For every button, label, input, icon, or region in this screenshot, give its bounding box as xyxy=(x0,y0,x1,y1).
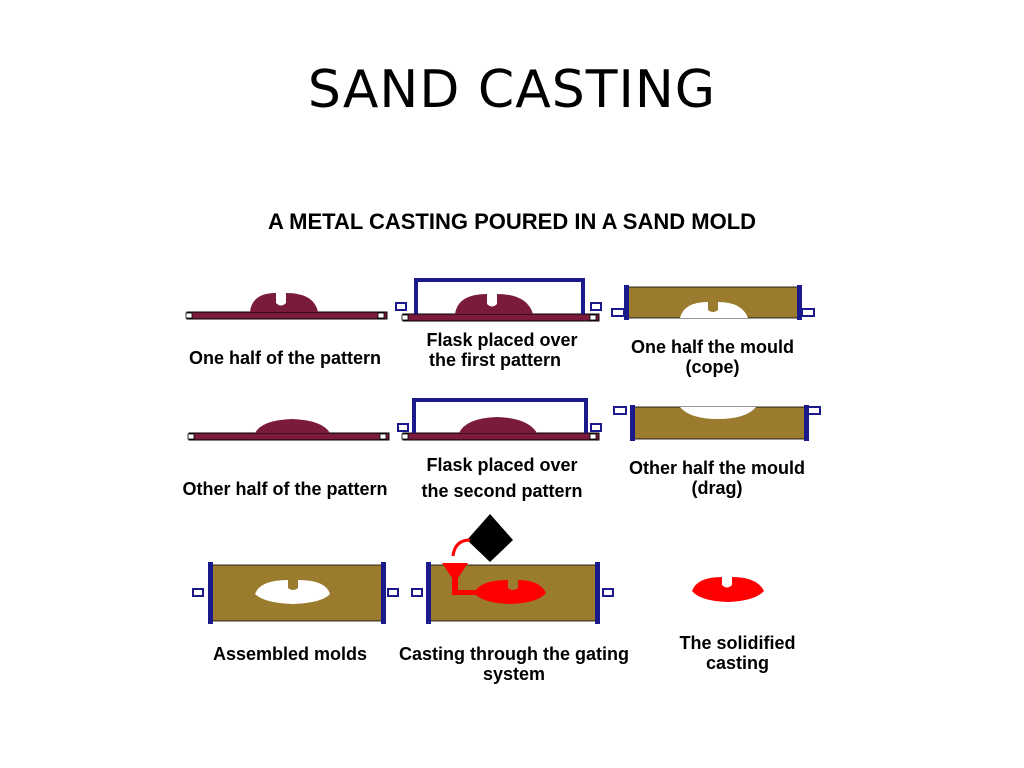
step-label-line: the first pattern xyxy=(428,350,561,370)
step-label-line: casting xyxy=(705,653,770,673)
step-label-solidified-casting: The solidified casting xyxy=(650,633,825,673)
step-label-line: (drag) xyxy=(691,478,743,498)
assembled-molds xyxy=(192,562,399,624)
pattern-half-board-1 xyxy=(185,293,388,320)
step-label-line: system xyxy=(482,664,546,684)
drag-mould-half xyxy=(613,405,821,441)
step-label-line: The solidified xyxy=(679,633,796,653)
step-label-line: One half the mould xyxy=(630,337,794,357)
solidified-casting xyxy=(692,577,764,602)
step-label-one-half-pattern: One half of the pattern xyxy=(188,348,381,368)
step-label-line: (cope) xyxy=(685,357,740,377)
step-label-drag: Other half the mould (drag) xyxy=(602,458,832,498)
flask-over-second-pattern xyxy=(397,398,602,441)
step-label-assembled-molds: Assembled molds xyxy=(212,644,368,664)
slide-title: SAND CASTING xyxy=(307,60,717,120)
pattern-other-half-board xyxy=(187,419,390,441)
flask-over-first-pattern xyxy=(395,278,602,322)
step-label-flask-second-pattern: Flask placed over the second pattern xyxy=(392,452,612,504)
cope-mould-half xyxy=(611,285,815,320)
step-label-cope: One half the mould (cope) xyxy=(600,337,825,377)
step-label-flask-first-pattern: Flask placed over the first pattern xyxy=(392,330,612,370)
casting-gating-system xyxy=(411,514,614,624)
step-label-other-half-pattern: Other half of the pattern xyxy=(182,479,388,499)
step-label-line: Casting through the gating xyxy=(399,644,629,664)
step-label-line: Other half the mould xyxy=(628,458,805,478)
step-label-casting-gating: Casting through the gating system xyxy=(392,644,636,684)
step-label-line: the second pattern xyxy=(421,481,583,501)
step-label-line: Flask placed over xyxy=(426,455,578,475)
step-label-line: Flask placed over xyxy=(426,330,578,350)
diagram-title: A METAL CASTING POURED IN A SAND MOLD xyxy=(267,209,757,234)
